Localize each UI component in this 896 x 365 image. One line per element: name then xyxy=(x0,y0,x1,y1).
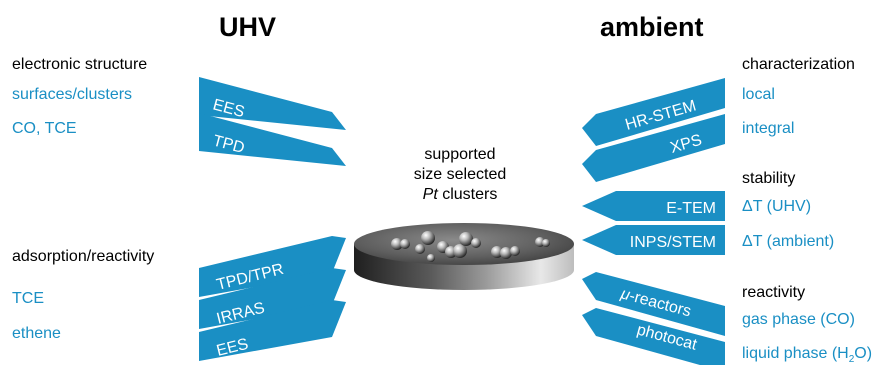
characterization-title: characterization xyxy=(742,56,855,73)
pt-cluster-disc xyxy=(354,223,574,290)
adsorption-reactivity-title: adsorption/reactivity xyxy=(12,248,155,265)
arrow-inps-stem-label: INPS/STEM xyxy=(630,234,716,251)
arrow-inps-stem: INPS/STEM xyxy=(582,225,725,255)
center-line-1: supported xyxy=(424,146,496,163)
arrow-photocat: photocat xyxy=(582,308,725,365)
liquid-phase-label: liquid phase (H2O) xyxy=(742,345,873,365)
pt-clusters xyxy=(391,231,550,262)
stability-title: stability xyxy=(742,170,796,187)
local-label: local xyxy=(742,86,775,103)
clusters-text: clusters xyxy=(437,186,498,203)
arrow-e-tem-label: E-TEM xyxy=(666,200,716,217)
electronic-structure-title: electronic structure xyxy=(12,56,148,73)
center-line-3: Pt clusters xyxy=(370,186,550,204)
arrow-ees-top: EES xyxy=(199,77,346,130)
surfaces-clusters-label: surfaces/clusters xyxy=(12,86,133,103)
uhv-header: UHV xyxy=(219,12,277,42)
arrow-tpd-top: TPD xyxy=(199,113,346,166)
gas-phase-label: gas phase (CO) xyxy=(742,311,855,328)
ambient-header: ambient xyxy=(600,12,704,42)
center-line-2: size selected xyxy=(413,166,507,183)
tce-label: TCE xyxy=(12,290,44,307)
ethene-label: ethene xyxy=(12,325,61,342)
reactivity-title: reactivity xyxy=(742,284,806,301)
integral-label: integral xyxy=(742,120,795,137)
delta-t-uhv-label: ΔT (UHV) xyxy=(742,198,812,215)
pt-italic: Pt xyxy=(422,186,438,203)
arrow-e-tem: E-TEM xyxy=(582,191,725,221)
delta-t-ambient-label: ΔT (ambient) xyxy=(742,233,835,250)
co-tce-label: CO, TCE xyxy=(12,120,77,137)
